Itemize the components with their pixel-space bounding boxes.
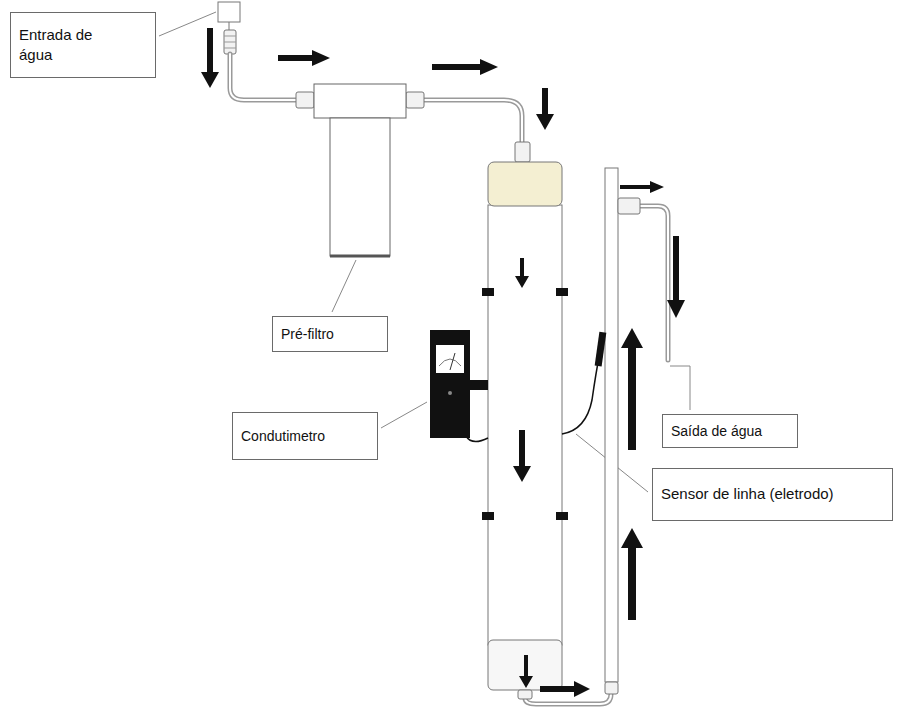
callout-box: Entrada de água [10,12,156,78]
callout-label: Entrada de água [19,25,109,66]
leader-line [670,366,690,410]
flow-arrow [536,88,554,130]
pipes [230,54,668,704]
flow-arrow [513,430,531,482]
water-inlet [218,2,240,54]
callout-label: Pré-filtro [281,325,334,344]
conductivity-meter [430,330,488,442]
leader-line [381,402,427,428]
flow-arrow [519,655,533,688]
pre-filter [296,84,424,256]
line-sensor-electrode [562,332,606,434]
callout-label: Saída de água [671,422,762,441]
flow-arrow [201,28,219,88]
resin-column [482,142,568,699]
callout-box: Condutimetro [232,412,378,460]
callout-label: Sensor de linha (eletrodo) [661,484,834,504]
flow-arrow [621,528,643,620]
callout-box: Sensor de linha (eletrodo) [652,468,893,521]
flow-arrow [620,181,664,193]
flow-arrow [278,50,330,66]
callout-box: Saída de água [662,414,798,448]
flow-arrow [432,59,498,75]
flow-arrow [621,328,643,450]
flow-arrow [540,681,590,697]
flow-arrow [515,258,529,288]
callout-label: Condutimetro [241,427,325,446]
pipe-highlights [230,54,668,704]
flow-arrow [667,236,685,318]
flow-arrows [201,28,685,697]
leader-line [332,260,356,312]
callout-box: Pré-filtro [272,316,388,352]
